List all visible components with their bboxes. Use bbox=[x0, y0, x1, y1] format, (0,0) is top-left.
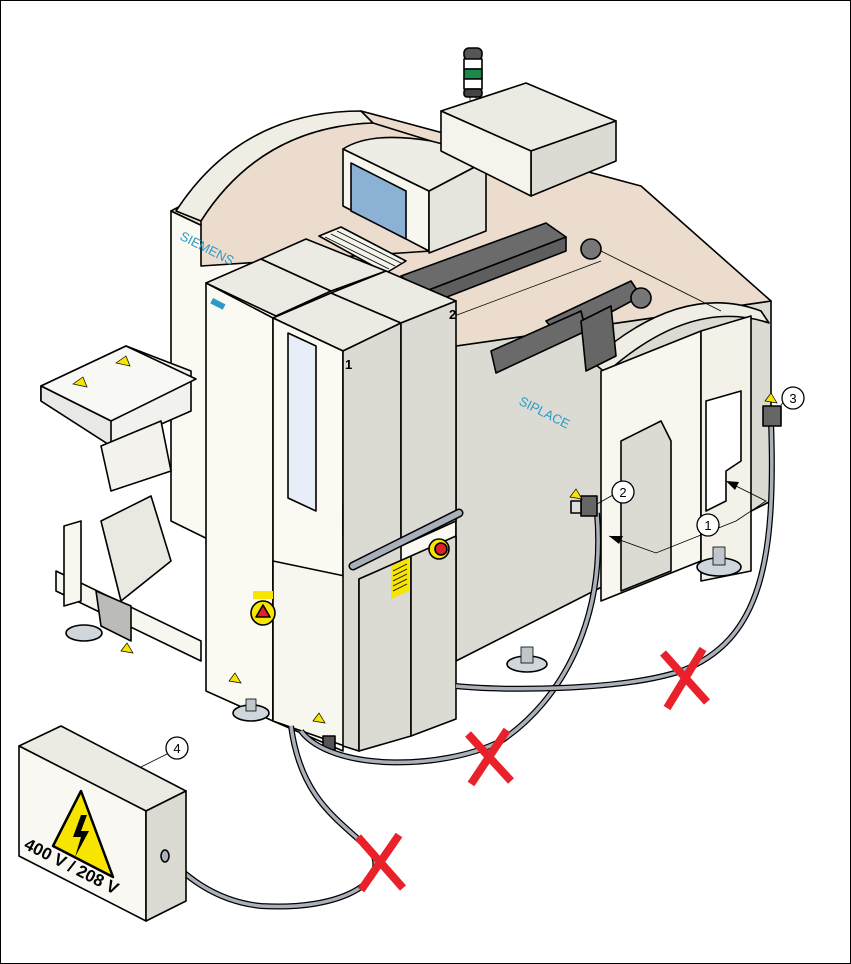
cabinet-window bbox=[288, 333, 316, 511]
callout-3: 3 bbox=[781, 387, 804, 409]
prohibited-cross-icon bbox=[358, 835, 403, 890]
svg-text:2: 2 bbox=[619, 485, 626, 500]
prohibited-cross-icon bbox=[468, 730, 511, 784]
svg-text:3: 3 bbox=[789, 391, 796, 406]
emergency-stop-icon[interactable] bbox=[429, 539, 449, 559]
door-number-1: 1 bbox=[345, 357, 352, 372]
callout-1: 1 bbox=[697, 514, 719, 536]
svg-text:4: 4 bbox=[173, 741, 180, 756]
door-number-2: 2 bbox=[449, 307, 456, 322]
control-cabinet: 1 2 bbox=[206, 239, 459, 751]
main-switch-icon[interactable] bbox=[251, 591, 275, 625]
power-distribution-box: 400 V / 208 V bbox=[19, 726, 186, 921]
prohibited-cross-icon bbox=[663, 649, 707, 708]
svg-text:1: 1 bbox=[704, 518, 711, 533]
